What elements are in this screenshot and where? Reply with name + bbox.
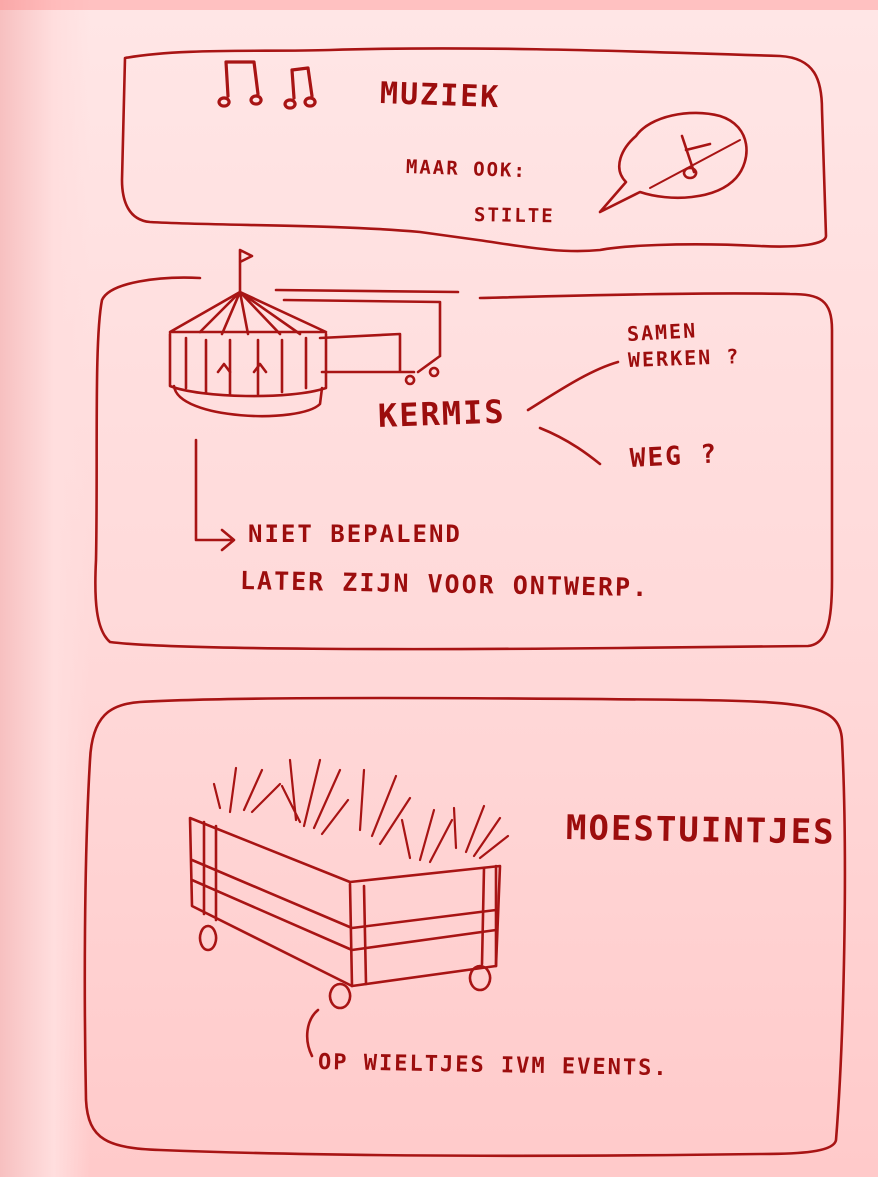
branch-weg (540, 428, 600, 464)
label-maar-ook: MAAR OOK: (406, 156, 528, 182)
music-notes-icon (219, 62, 315, 108)
label-niet-bepalend: NIET BEPALEND (248, 520, 462, 548)
label-moestuintjes: MOESTUINTJES (566, 808, 836, 853)
label-weg: WEG ? (629, 439, 719, 474)
label-kermis: KERMIS (377, 393, 506, 435)
label-samen: SAMEN (626, 318, 697, 346)
planter-box-icon (190, 818, 500, 1008)
arrow-niet-bepalend (196, 440, 234, 550)
speech-bubble-icon (600, 113, 747, 212)
hook-op-wieltjes (307, 1010, 318, 1056)
carousel-icon (170, 250, 458, 416)
branch-samen-werken (528, 362, 618, 410)
label-muziek: MUZIEK (379, 76, 501, 115)
panel-moestuintjes-frame (85, 698, 845, 1156)
label-werken: WERKEN ? (628, 344, 741, 372)
plants-icon (214, 760, 508, 862)
label-stilte: STILTE (474, 204, 555, 227)
